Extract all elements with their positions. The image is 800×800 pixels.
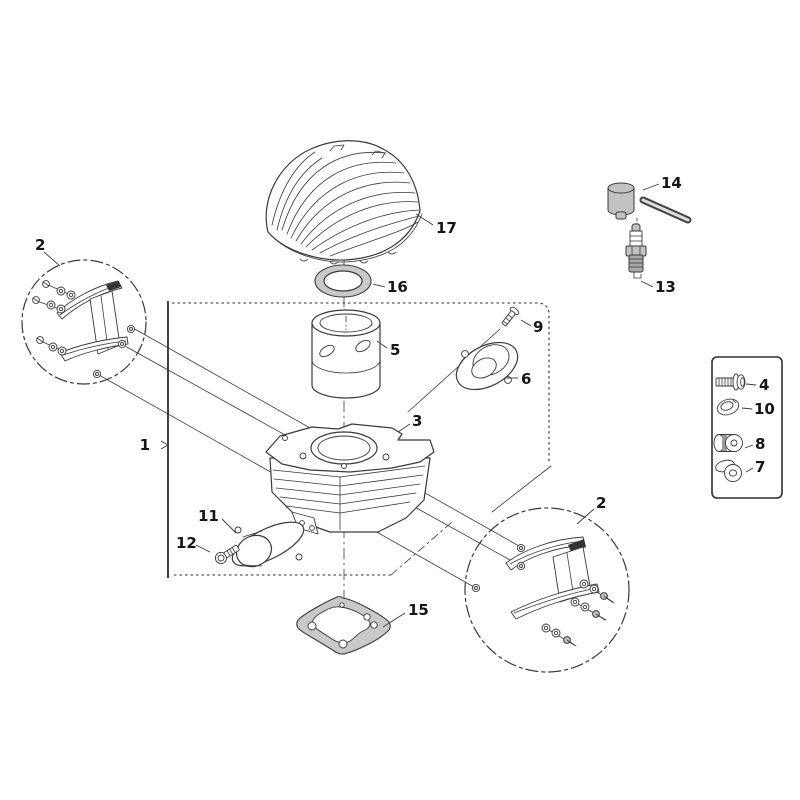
cover-screw-part [214,544,240,565]
hardware-box [711,356,783,499]
callout-leader-lines [43,183,757,628]
detail-circle-top-left [21,259,147,385]
callout-label-9: 9 [533,318,543,336]
callout-label-1: 1 [140,436,150,454]
mount-bracket-top-left [32,280,136,379]
bracket-fasteners-bottom-right [471,543,614,647]
spark-plug-cap-part [607,182,692,228]
block-fins [272,465,426,531]
callout-label-8: 8 [755,435,765,453]
callout-label-2a: 2 [35,236,45,254]
callout-label-10: 10 [754,400,775,418]
screw-part-4 [715,373,746,391]
spark-plug-part [625,223,647,279]
cylinder-gasket-part [296,595,391,655]
head-o-ring-part [314,264,372,298]
exhaust-cover-part [231,521,305,568]
flange-screw-part [501,306,520,327]
mount-bracket-bottom-right [471,536,615,647]
washer-part-10 [716,398,740,416]
callout-label-14: 14 [661,174,682,192]
callout-label-5: 5 [390,341,400,359]
assembly-group-box [167,301,550,578]
callout-labels: 1 2 2 3 4 5 6 7 8 9 10 11 12 13 14 15 16… [35,174,775,619]
bushing-part-8 [713,434,743,452]
head-fins [271,144,421,265]
cylinder-block-part [265,423,435,535]
intake-flange-part [455,341,519,391]
callout-label-11: 11 [198,507,219,525]
cylinder-sleeve-part [311,309,381,399]
callout-label-15: 15 [408,601,429,619]
grommet-part-7 [715,459,742,482]
callout-label-4: 4 [759,376,769,394]
detail-circle-bottom-right [464,507,630,673]
callout-label-12: 12 [176,534,197,552]
callout-label-7: 7 [755,458,765,476]
callout-label-3: 3 [412,412,422,430]
callout-label-13: 13 [655,278,676,296]
callout-label-6: 6 [521,370,531,388]
bracket-screws-top-left [32,280,136,379]
callout-label-2b: 2 [596,494,606,512]
callout-label-17: 17 [436,219,457,237]
cylinder-head-part [265,140,423,265]
callout-label-16: 16 [387,278,408,296]
